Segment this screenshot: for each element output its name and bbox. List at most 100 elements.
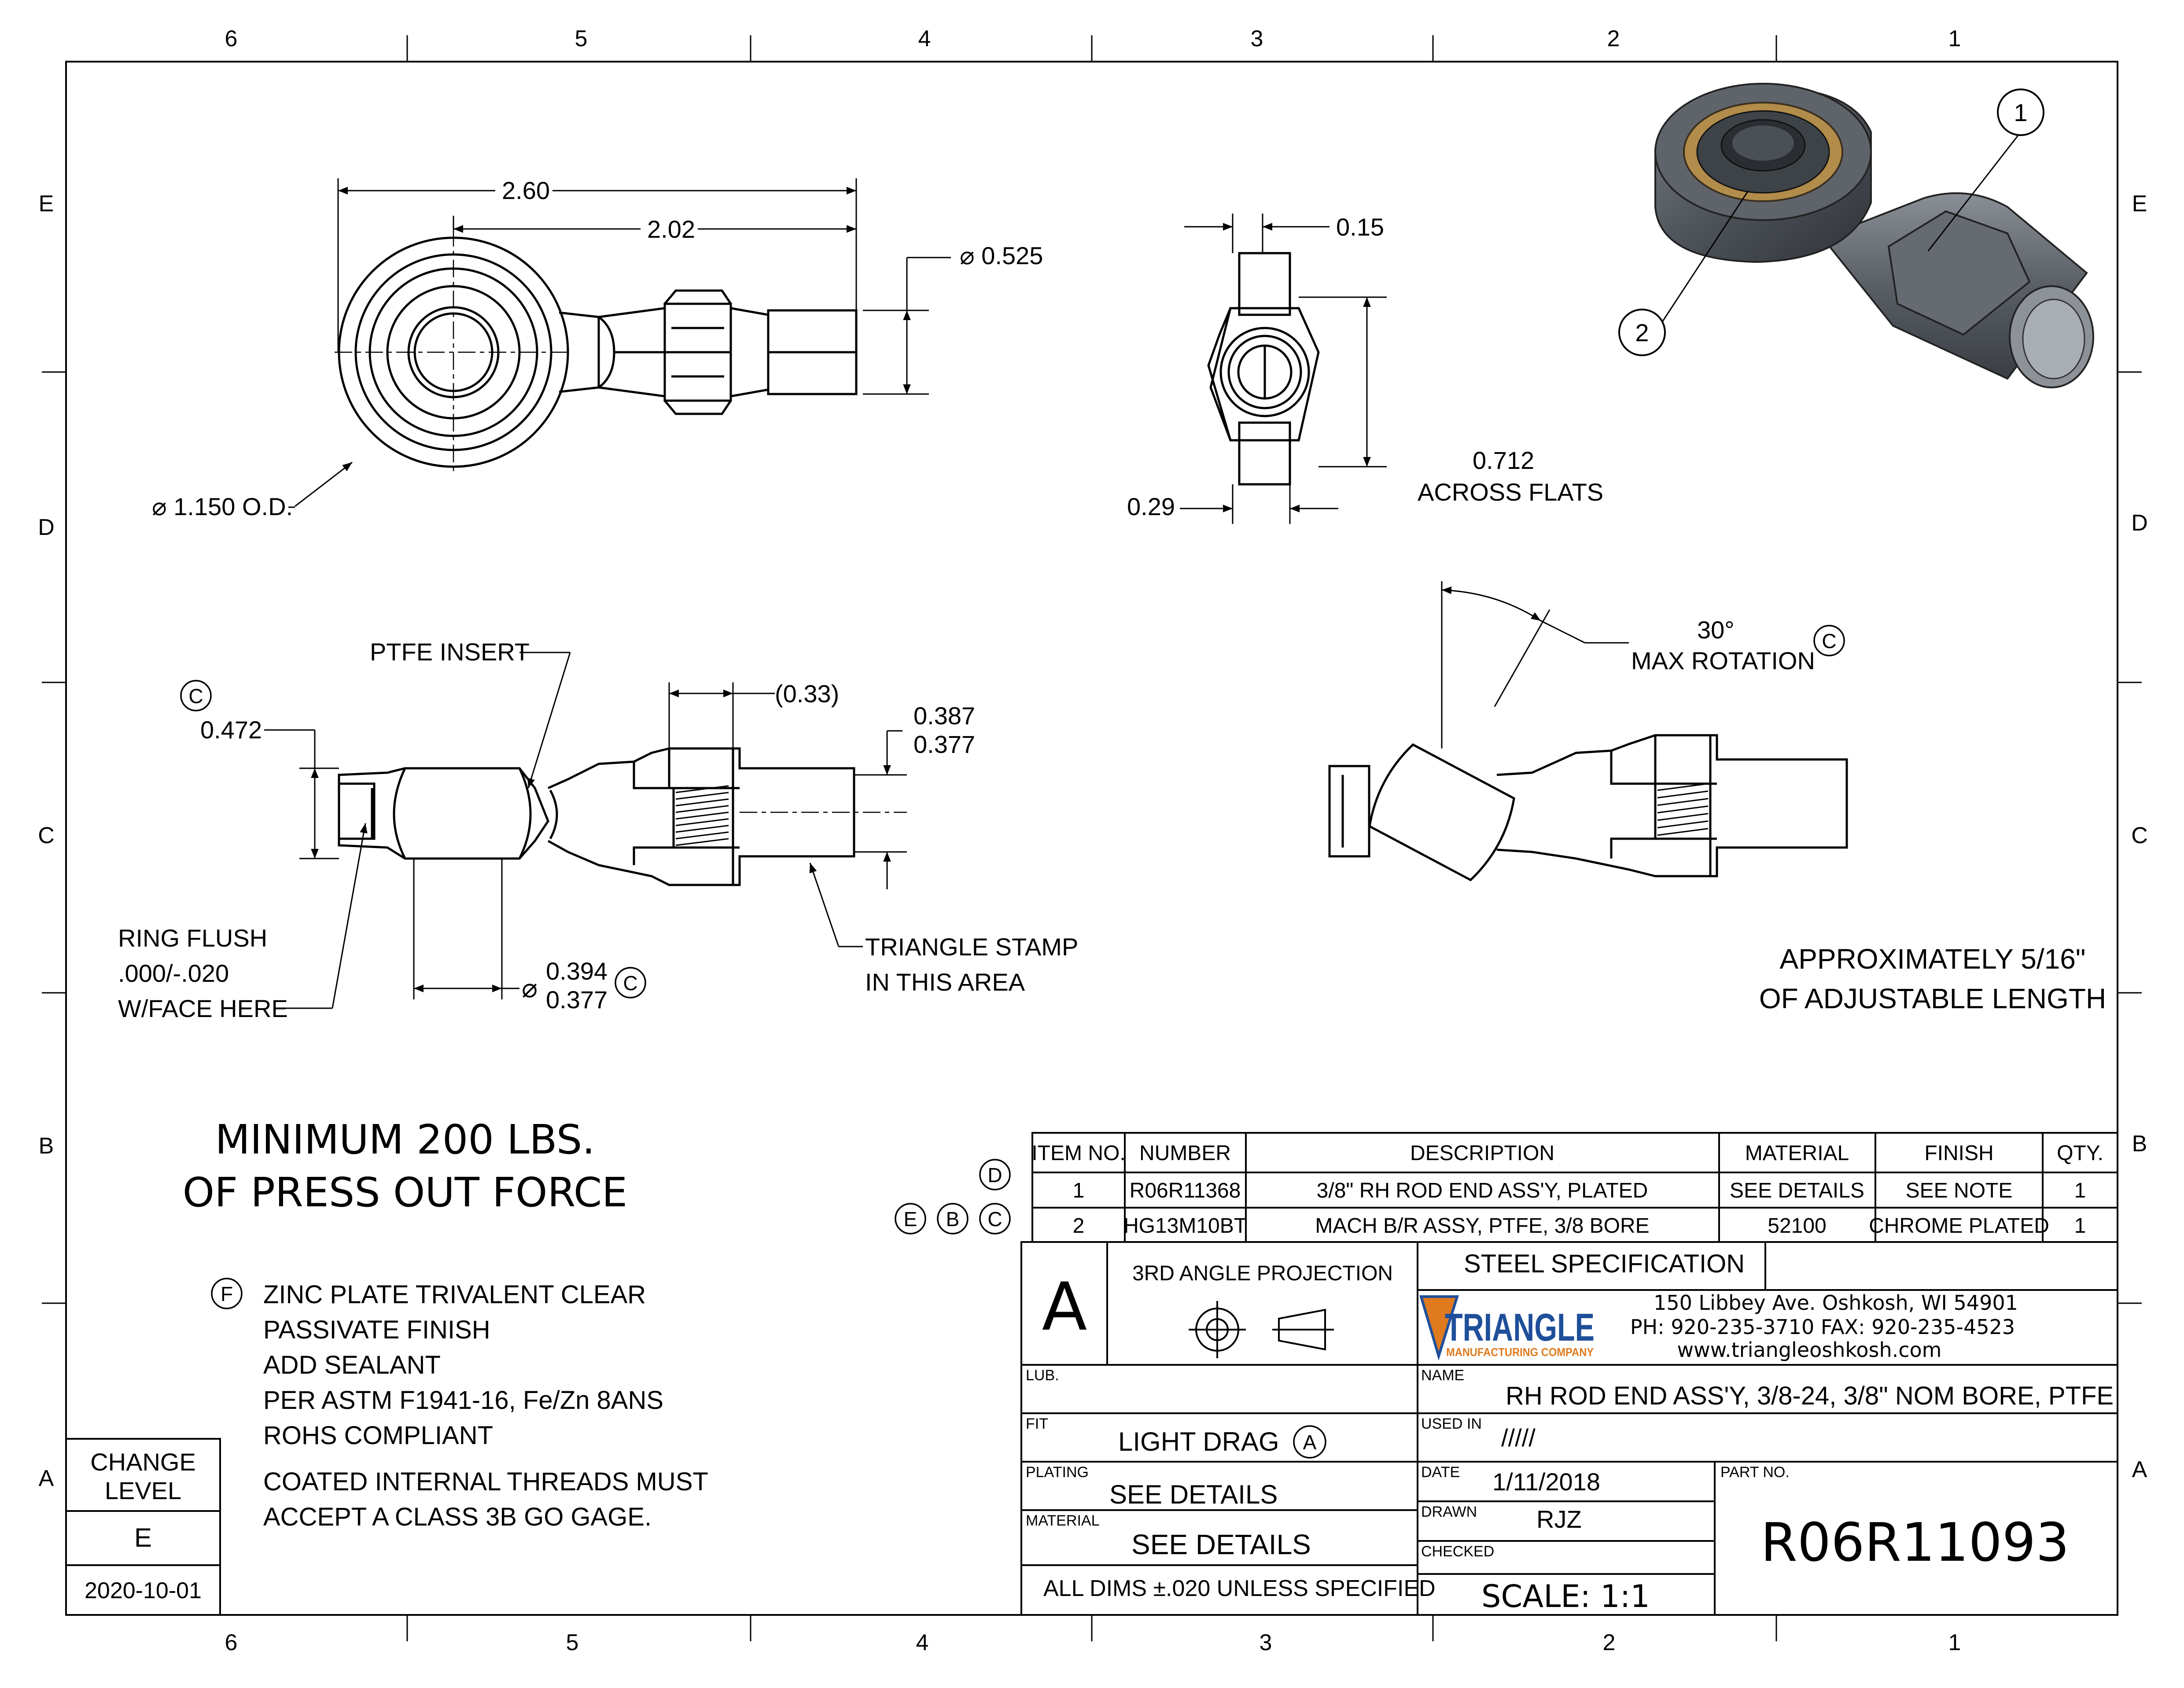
- zone-top-1: 1: [1948, 26, 1961, 52]
- balloon-2: [1618, 309, 1666, 356]
- company-address: 150 Libbey Ave. Oshkosh, WI 54901: [1654, 1291, 2018, 1315]
- part-no-label: PART NO.: [1720, 1464, 1790, 1481]
- finish-note-5: ROHS COMPLIANT: [263, 1421, 493, 1450]
- bom-header-description: DESCRIPTION: [1410, 1142, 1554, 1165]
- zone-left-d: D: [38, 515, 55, 540]
- zone-right-d: D: [2131, 510, 2148, 536]
- dim-jam-nut: 0.15: [1336, 213, 1384, 241]
- zone-left-c: C: [38, 823, 55, 848]
- note-c-bore-label: C: [623, 972, 637, 995]
- zone-bottom-3: 3: [1260, 1630, 1272, 1655]
- zone-top-4: 4: [918, 26, 931, 52]
- logo-word: TRIANGLE: [1445, 1305, 1595, 1349]
- bom-header-material: MATERIAL: [1745, 1142, 1849, 1165]
- top-view-centerlines: [335, 229, 572, 475]
- rotation-label: MAX ROTATION: [1631, 647, 1815, 674]
- bom-row-1-material: SEE DETAILS: [1730, 1179, 1864, 1202]
- dim-shank-dia: ⌀ 0.525: [960, 242, 1043, 269]
- dim-bore-prefix: ⌀: [522, 973, 538, 1003]
- ring-note-line-3: W/FACE HERE: [118, 995, 288, 1022]
- side-view-dimension-lines: [264, 652, 907, 1009]
- note-c-marker-bore: [615, 967, 646, 999]
- balloon-1-label: 1: [2014, 99, 2027, 126]
- rotation-view-outline: [1328, 734, 1848, 881]
- side-view-threads: [675, 785, 729, 846]
- change-level-title-1: CHANGE: [90, 1448, 196, 1476]
- bom-header-finish: FINISH: [1924, 1142, 1993, 1165]
- adjustable-note-line-2: OF ADJUSTABLE LENGTH: [1759, 983, 2106, 1014]
- end-view-outline: [1207, 252, 1320, 486]
- side-view: PTFE INSERT C 0.472 (0.33) 0.387 0.377 ⌀…: [118, 638, 1078, 1022]
- rotation-angle-lines: [1441, 581, 1629, 748]
- bom-row-2-description: MACH B/R ASSY, PTFE, 3/8 BORE: [1315, 1214, 1649, 1238]
- drawn-label: DRAWN: [1421, 1504, 1477, 1520]
- note-c-side-label: C: [188, 685, 203, 708]
- part-no-value: R06R11093: [1760, 1512, 2069, 1574]
- press-out-line-2: OF PRESS OUT FORCE: [183, 1169, 627, 1216]
- zone-left-e: E: [39, 191, 54, 217]
- dim-thread-min: 0.377: [913, 730, 975, 758]
- fit-value: LIGHT DRAG: [1118, 1427, 1279, 1456]
- rev-marker-c: [979, 1203, 1011, 1235]
- logo-triangle-icon: [1419, 1295, 1459, 1361]
- zone-left-b: B: [39, 1133, 54, 1159]
- material-value: SEE DETAILS: [1131, 1529, 1311, 1560]
- dim-od: ⌀ 1.150 O.D.: [152, 493, 293, 520]
- dim-width: 0.29: [1127, 493, 1175, 520]
- steel-spec-label: STEEL SPECIFICATION: [1464, 1249, 1745, 1278]
- end-view-dimension-lines: [1180, 214, 1387, 524]
- name-label: NAME: [1421, 1367, 1464, 1384]
- bom-row-2-item: 2: [1073, 1214, 1085, 1238]
- note-f-marker: [211, 1278, 243, 1309]
- title-block-frame: [1020, 1241, 2118, 1616]
- lub-label: LUB.: [1026, 1367, 1059, 1384]
- zone-bottom-6: 6: [225, 1630, 238, 1655]
- used-in-value: /////: [1501, 1424, 1536, 1452]
- sheet-size: A: [1042, 1269, 1087, 1345]
- finish-note-4: PER ASTM F1941-16, Fe/Zn 8ANS: [263, 1386, 663, 1415]
- bom-header-number: NUMBER: [1139, 1142, 1231, 1165]
- adjustable-note-line-1: APPROXIMATELY 5/16": [1780, 943, 2086, 975]
- bom-header-qty: QTY.: [2057, 1142, 2103, 1165]
- end-view: 0.15 0.712 ACROSS FLATS 0.29: [1127, 213, 1603, 524]
- fit-label: FIT: [1026, 1415, 1048, 1432]
- side-view-outline: [338, 747, 855, 886]
- zone-labels: 6 5 4 3 2 1 6 5 4 3 2 1 E D C B A E D C …: [38, 26, 2148, 1655]
- note-f-label: F: [221, 1283, 233, 1305]
- zone-right-a: A: [2132, 1457, 2147, 1482]
- zone-bottom-4: 4: [916, 1630, 929, 1655]
- finish-note-1: ZINC PLATE TRIVALENT CLEAR: [263, 1280, 646, 1309]
- used-in-label: USED IN: [1421, 1415, 1482, 1432]
- balloon-2-label: 2: [1635, 319, 1649, 346]
- zone-bottom-5: 5: [566, 1630, 579, 1655]
- projection-symbol: [1189, 1301, 1334, 1358]
- rev-marker-b: [937, 1203, 969, 1235]
- dim-ball-width: 0.472: [200, 716, 262, 744]
- bom-table: [1031, 1132, 2118, 1243]
- press-out-line-1: MINIMUM 200 LBS.: [215, 1116, 595, 1163]
- bom-row-2-finish: CHROME PLATED: [1869, 1214, 2049, 1238]
- fit-note-marker: [1293, 1425, 1326, 1459]
- plating-label: PLATING: [1026, 1464, 1089, 1481]
- dim-center: 2.02: [647, 215, 695, 243]
- ring-note-line-1: RING FLUSH: [118, 924, 267, 952]
- change-level-title-2: LEVEL: [105, 1477, 181, 1504]
- change-level-box: [65, 1438, 221, 1616]
- bom-text: ITEM NO. NUMBER DESCRIPTION MATERIAL FIN…: [1031, 1142, 2103, 1238]
- drawn-value: RJZ: [1536, 1505, 1582, 1533]
- rod-end-top-outline: [338, 236, 858, 468]
- rev-marker-d: [979, 1159, 1011, 1190]
- bom-row-1-item: 1: [1073, 1179, 1085, 1202]
- bom-row-1-qty: 1: [2074, 1179, 2086, 1202]
- dim-flats-value: 0.712: [1473, 446, 1534, 474]
- name-value: RH ROD END ASS'Y, 3/8-24, 3/8" NOM BORE,…: [1506, 1382, 2114, 1410]
- render-hex-nut: [1887, 210, 2031, 336]
- zone-top-2: 2: [1607, 26, 1620, 52]
- company-logo: TRIANGLE MANUFACTURING COMPANY: [1419, 1295, 1595, 1361]
- zone-top-5: 5: [575, 26, 588, 52]
- thread-note-2: ACCEPT A CLASS 3B GO GAGE.: [263, 1503, 652, 1531]
- material-label: MATERIAL: [1026, 1512, 1100, 1529]
- change-level-value: E: [134, 1523, 152, 1552]
- projection-label: 3RD ANGLE PROJECTION: [1132, 1262, 1393, 1285]
